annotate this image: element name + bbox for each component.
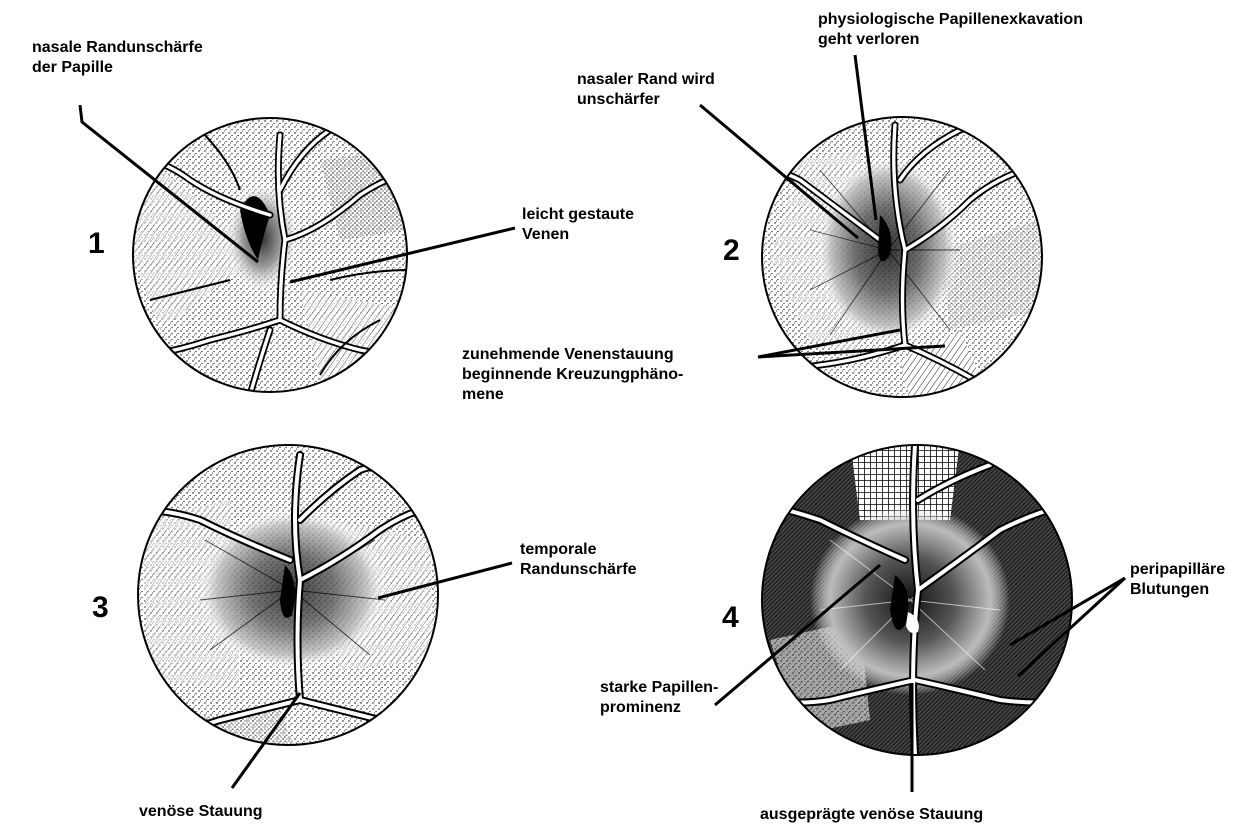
fundus-4	[762, 440, 1072, 755]
stage-number-4: 4	[722, 602, 739, 634]
fundus-1	[133, 118, 420, 395]
stage-number-3: 3	[92, 592, 109, 624]
label-light-veins: leicht gestaute Venen	[522, 205, 634, 245]
label-peripap: peripapilläre Blutungen	[1130, 560, 1225, 600]
label-venous: venöse Stauung	[139, 802, 263, 822]
stage-number-1: 1	[88, 228, 105, 260]
label-physio-exc: physiologische Papillenexkavation geht v…	[818, 10, 1083, 50]
stage-number-2: 2	[723, 235, 740, 267]
fundus-3	[138, 445, 440, 760]
label-increasing: zunehmende Venenstauung beginnende Kreuz…	[462, 345, 683, 405]
label-nasal-blur: nasale Randunschärfe der Papille	[32, 38, 203, 78]
fundus-2	[762, 117, 1045, 400]
label-temporal: temporale Randunschärfe	[520, 540, 636, 580]
label-nasal-edge: nasaler Rand wird unschärfer	[577, 70, 715, 110]
label-prominence: starke Papillen- prominenz	[600, 678, 718, 718]
label-pronounced: ausgeprägte venöse Stauung	[760, 805, 983, 825]
